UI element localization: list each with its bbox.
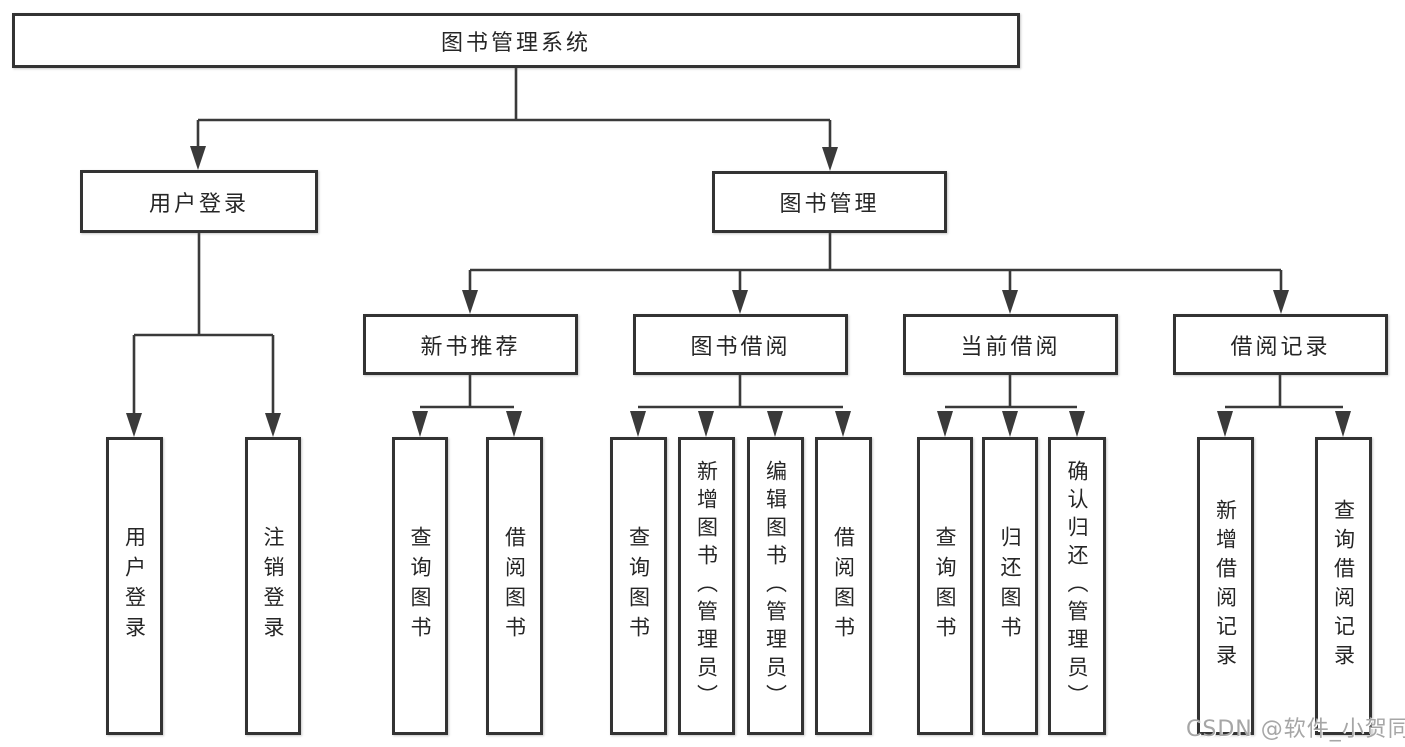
leaf-add-books-admin-label: 新增图书（管理员）: [694, 460, 719, 712]
leaf-add-borrow-record: 新增借阅记录: [1197, 437, 1254, 735]
node-new-book-recommend: 新书推荐: [363, 314, 578, 375]
leaf-borrow-books-recommend: 借阅图书: [486, 437, 543, 735]
leaf-query-books-recommend: 查询图书: [392, 437, 448, 735]
node-user-login-group-label: 用户登录: [148, 191, 249, 217]
leaf-query-books-recommend-label: 查询图书: [408, 526, 432, 646]
node-book-borrowing: 图书借阅: [633, 314, 848, 375]
csdn-watermark: CSDN @软件_小贺同学: [1186, 717, 1405, 742]
arrowheads: [126, 146, 1351, 437]
node-root-system: 图书管理系统: [12, 13, 1020, 68]
leaf-add-books-admin: 新增图书（管理员）: [678, 437, 735, 735]
leaf-add-borrow-record-label: 新增借阅记录: [1213, 499, 1238, 673]
node-new-book-recommend-label: 新书推荐: [420, 334, 521, 360]
leaf-edit-books-admin: 编辑图书（管理员）: [747, 437, 804, 735]
leaf-logout-label: 注销登录: [261, 526, 285, 646]
node-root-label: 图书管理系统: [440, 30, 591, 56]
leaf-user-login-label: 用户登录: [122, 526, 147, 646]
leaf-query-books-current-label: 查询图书: [933, 526, 957, 646]
leaf-query-books-borrowing: 查询图书: [610, 437, 667, 735]
leaf-user-login: 用户登录: [106, 437, 163, 735]
leaf-return-books-label: 归还图书: [998, 526, 1022, 646]
node-book-management: 图书管理: [712, 171, 947, 233]
node-book-borrowing-label: 图书借阅: [690, 334, 791, 360]
leaf-query-borrow-record: 查询借阅记录: [1315, 437, 1372, 735]
leaf-edit-books-admin-label: 编辑图书（管理员）: [763, 460, 788, 712]
leaf-return-books: 归还图书: [982, 437, 1038, 735]
leaf-borrow-books-borrowing-label: 借阅图书: [831, 526, 856, 646]
leaf-query-borrow-record-label: 查询借阅记录: [1331, 499, 1356, 673]
leaf-logout: 注销登录: [245, 437, 301, 735]
node-user-login-group: 用户登录: [80, 170, 318, 233]
leaf-borrow-books-recommend-label: 借阅图书: [502, 526, 527, 646]
leaf-confirm-return-admin-label: 确认归还（管理员）: [1065, 460, 1089, 712]
node-borrowing-records-label: 借阅记录: [1230, 334, 1331, 360]
node-book-management-label: 图书管理: [779, 192, 880, 217]
leaf-borrow-books-borrowing: 借阅图书: [815, 437, 872, 735]
leaf-query-books-current: 查询图书: [917, 437, 973, 735]
node-borrowing-records: 借阅记录: [1173, 314, 1388, 375]
leaf-confirm-return-admin: 确认归还（管理员）: [1048, 437, 1106, 735]
node-current-borrowing-label: 当前借阅: [960, 334, 1061, 360]
node-current-borrowing: 当前借阅: [903, 314, 1118, 375]
leaf-query-books-borrowing-label: 查询图书: [626, 526, 651, 646]
